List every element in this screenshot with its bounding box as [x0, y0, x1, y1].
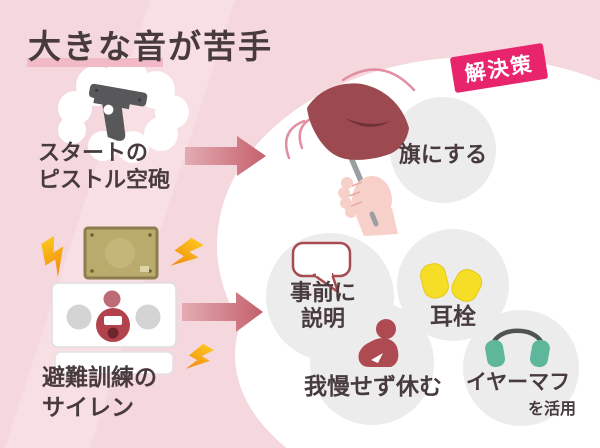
- trigger-siren-label: 避難訓練の サイレン: [42, 363, 157, 423]
- solution-earmuffs-sublabel: を活用: [527, 399, 576, 418]
- solution-badge-label: 解決策: [463, 51, 536, 87]
- earplugs-icon: [420, 263, 483, 302]
- pistol-icon: [88, 83, 148, 141]
- trigger-siren-line2: サイレン: [42, 395, 134, 421]
- solution-explain-label: 事前に 説明: [272, 281, 374, 333]
- lightning-icon: [185, 343, 215, 369]
- sitting-person-icon: [358, 319, 399, 367]
- arrow-right-icon: [182, 292, 263, 332]
- trigger-pistol-line1: スタートの: [38, 141, 149, 166]
- solution-earmuffs-label: イヤーマフ: [465, 370, 571, 394]
- hand-icon: [338, 176, 398, 236]
- trigger-pistol-label: スタートの ピストル空砲: [38, 140, 170, 194]
- fire-alarm-icon: [51, 226, 177, 375]
- lightning-icon: [41, 235, 64, 277]
- solution-earplugs-label: 耳栓: [430, 304, 476, 330]
- earmuffs-icon: [485, 328, 550, 368]
- arrow-right-icon: [185, 136, 266, 176]
- page-title: 大きな音が苦手: [28, 27, 273, 66]
- smoke-cloud: [58, 57, 189, 163]
- solution-flag-label: 旗にする: [398, 143, 488, 168]
- trigger-pistol-line2: ピストル空砲: [38, 168, 171, 193]
- lightning-icon: [170, 237, 204, 266]
- solution-explain-line2: 説明: [300, 307, 345, 332]
- title-underline: [27, 58, 163, 67]
- solution-explain-line1: 事前に: [289, 281, 356, 306]
- solution-circle: [463, 310, 579, 426]
- speech-bubble-icon: [291, 241, 352, 294]
- solution-rest-label: 我慢せず休む: [304, 374, 442, 400]
- solution-circle: [390, 97, 496, 203]
- trigger-siren-line1: 避難訓練の: [42, 365, 157, 391]
